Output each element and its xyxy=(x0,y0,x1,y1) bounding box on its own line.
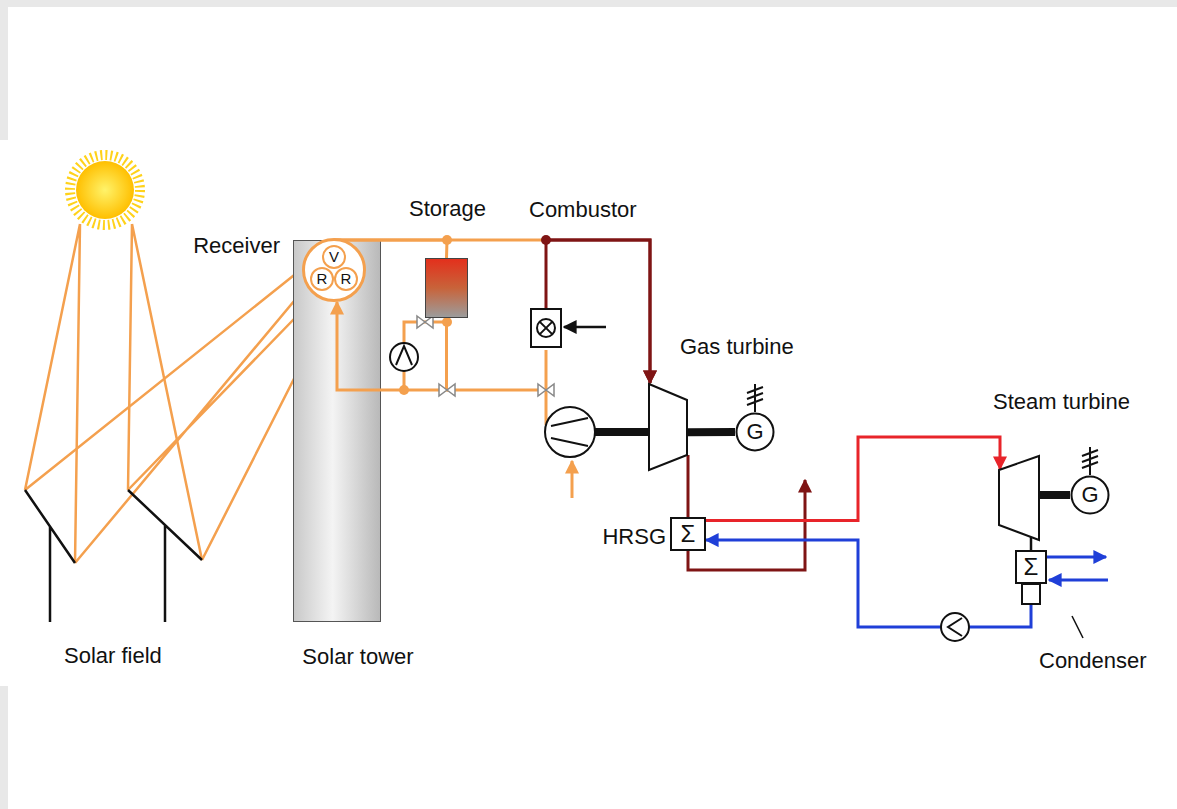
valve-symbol xyxy=(439,384,455,396)
receiver xyxy=(323,246,345,268)
connector xyxy=(334,240,650,383)
area-label: Solar field xyxy=(64,644,162,668)
gas-turbine-symbol: Gas turbine xyxy=(648,383,688,471)
combustor-box xyxy=(537,319,555,337)
shaft xyxy=(595,428,648,436)
receiver xyxy=(335,268,357,290)
cooling-water xyxy=(1047,556,1106,559)
generator-symbol: G xyxy=(735,412,775,452)
part-label: Combustor xyxy=(529,198,637,222)
page-frame xyxy=(0,0,1177,7)
zone-letter: R xyxy=(317,271,328,288)
combustor-box: Combustor xyxy=(530,308,562,348)
blower-symbol xyxy=(390,343,418,371)
compressor-symbol xyxy=(545,407,595,457)
generator-symbol xyxy=(1072,477,1109,514)
solar-rays xyxy=(25,224,334,563)
steam-turbine-symbol xyxy=(999,456,1039,540)
page-frame xyxy=(0,0,8,140)
steam-turbine-symbol xyxy=(998,455,1040,541)
sun xyxy=(70,155,140,225)
receiver xyxy=(304,240,365,301)
connector xyxy=(687,455,690,517)
fuel-arrow xyxy=(564,326,606,329)
grid-symbol xyxy=(747,384,763,412)
part-label: Receiver xyxy=(193,234,280,258)
part-label: Storage xyxy=(409,197,486,221)
junction-dot xyxy=(442,317,452,327)
blower-symbol xyxy=(390,343,418,371)
cooling-water xyxy=(1049,579,1108,582)
sum-symbol: Σ xyxy=(1024,554,1039,580)
part-label: Solar tower xyxy=(302,645,413,669)
fuel-arrow xyxy=(564,326,606,329)
gas-turbine-symbol xyxy=(648,383,688,471)
hotwell-box xyxy=(1022,584,1040,604)
combustor-box xyxy=(540,322,553,335)
generator-symbol: G xyxy=(1070,475,1110,515)
connector xyxy=(706,540,1031,627)
air-pipe xyxy=(404,322,572,498)
junction-dot xyxy=(399,235,551,395)
compressor-symbol xyxy=(551,418,588,446)
junction-dot xyxy=(399,385,409,395)
condenser-box: CondenserΣ xyxy=(1015,550,1047,584)
blower-symbol xyxy=(396,346,412,365)
shaft xyxy=(595,428,648,436)
part-label: Condenser xyxy=(1039,649,1147,673)
zone-letter: R xyxy=(341,271,352,288)
sun xyxy=(70,155,140,225)
receiver xyxy=(311,268,333,290)
heliostat xyxy=(128,490,202,622)
generator-symbol xyxy=(737,414,774,451)
page-frame xyxy=(0,686,8,809)
feed-pump-symbol xyxy=(941,613,969,641)
grid-symbol xyxy=(1082,447,1098,475)
part-label: Gas turbine xyxy=(680,335,794,359)
leader-line xyxy=(1072,616,1083,638)
receiver: ReceiverVRR xyxy=(302,238,366,302)
air-pipe xyxy=(545,350,548,425)
generator-letter: G xyxy=(746,420,763,444)
hrsg-box: HRSGΣ xyxy=(670,517,706,551)
part-label: Steam turbine xyxy=(993,390,1130,414)
steam-turbine-symbol: Steam turbine xyxy=(998,455,1040,541)
gas-turbine-symbol xyxy=(649,384,687,470)
part-label: HRSG xyxy=(602,525,666,549)
combustor-box xyxy=(532,310,564,350)
feed-pump-symbol xyxy=(948,618,962,636)
zone-letter: V xyxy=(329,249,339,266)
junction-dot xyxy=(442,235,452,245)
sun xyxy=(76,161,134,219)
solar-rays xyxy=(25,224,202,563)
receiver xyxy=(302,238,366,302)
air-pipe xyxy=(571,461,574,498)
connector xyxy=(1030,537,1033,550)
storage-tank: Storage xyxy=(425,258,468,318)
connector xyxy=(1040,491,1070,499)
sum-symbol: Σ xyxy=(681,521,696,547)
hotwell-box xyxy=(1022,584,1040,604)
solar-rays xyxy=(25,256,334,563)
connector xyxy=(688,428,735,436)
heliostat xyxy=(25,490,202,622)
compressor-symbol xyxy=(545,407,595,457)
air-pipe xyxy=(447,389,546,392)
generator-letter: G xyxy=(1081,483,1098,507)
heliostat xyxy=(25,490,75,622)
valve-symbol xyxy=(538,384,554,396)
cooling-water xyxy=(1047,557,1108,580)
junction-dot xyxy=(541,235,551,245)
leader-line xyxy=(1072,616,1083,638)
feed-pump-symbol xyxy=(941,613,969,641)
